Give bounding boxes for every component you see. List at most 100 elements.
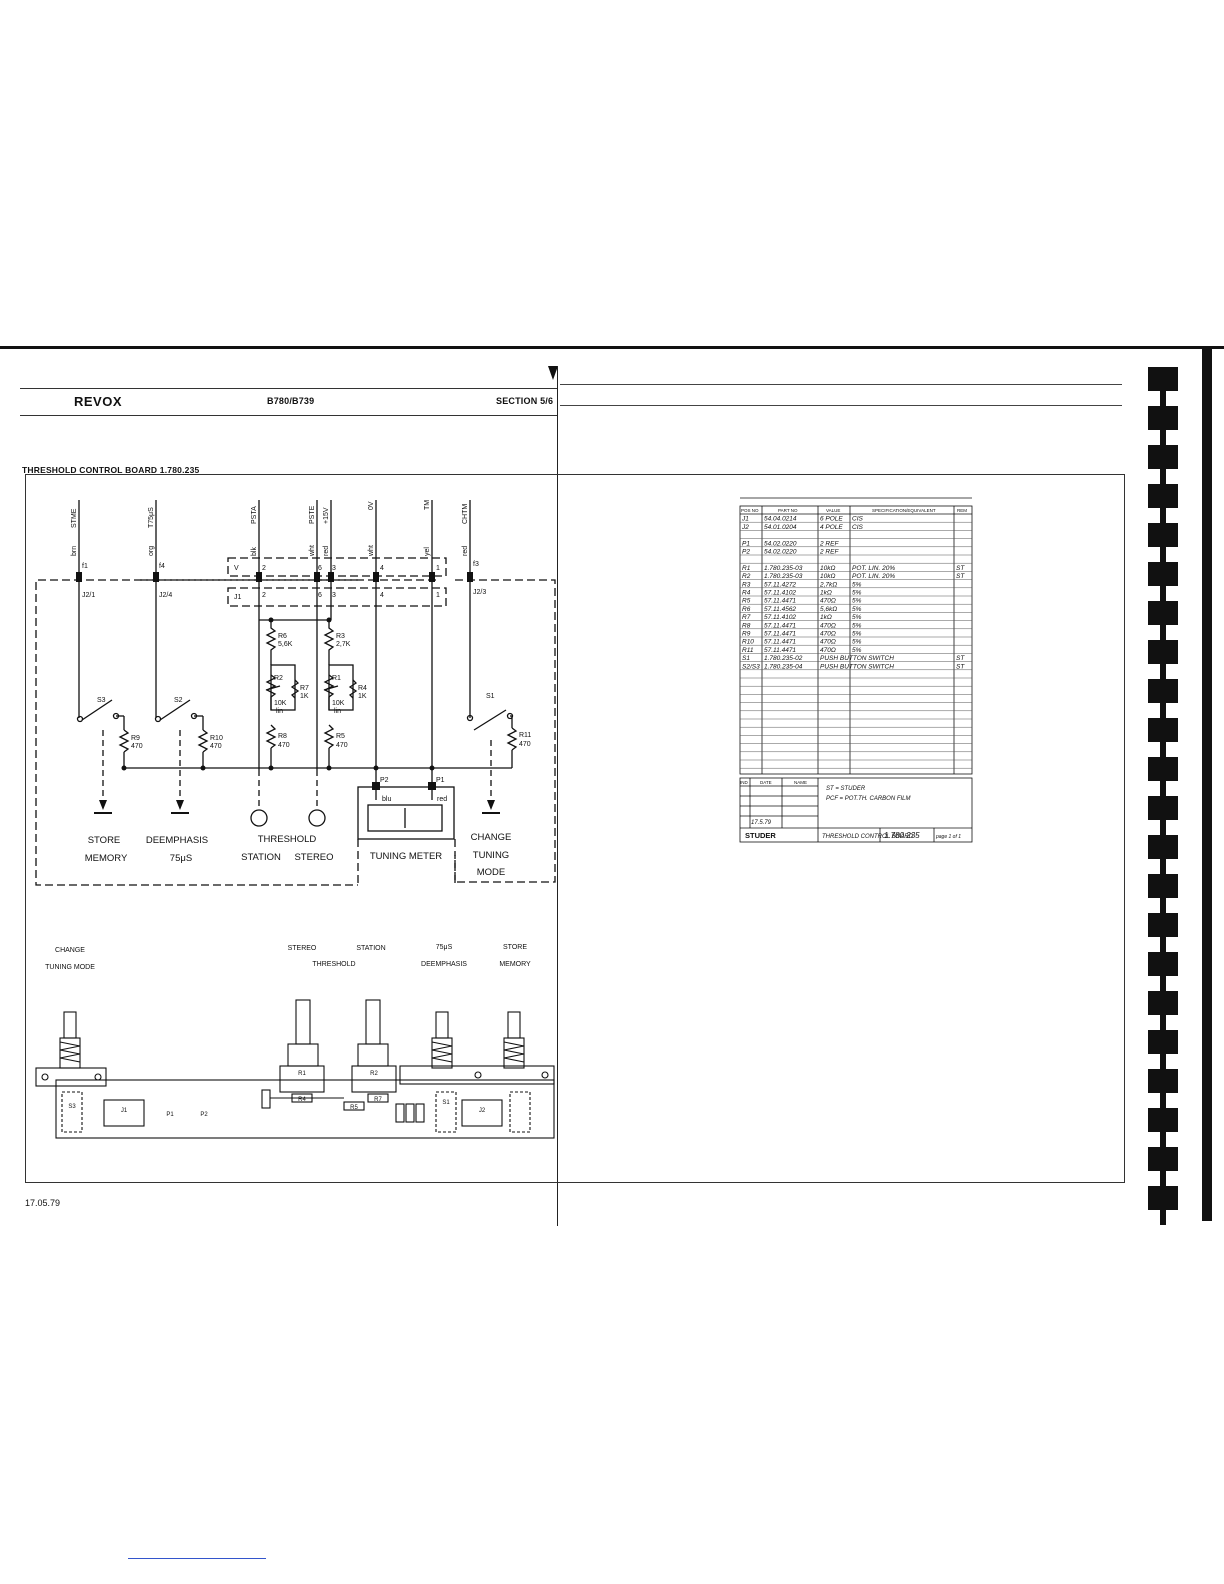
wire-color-2: org <box>148 546 155 556</box>
binding-comb <box>1138 355 1188 1225</box>
val-r11: 470 <box>519 741 531 748</box>
val-r8: 470 <box>278 742 290 749</box>
ref-s1: S1 <box>486 693 495 700</box>
binding-spine <box>1160 547 1166 562</box>
parts-cell: 1.780.235-03 <box>764 565 803 572</box>
signal-t75us: T75μS <box>148 507 155 528</box>
wire-color-4: wht <box>309 545 316 557</box>
signal-stme: STME <box>71 508 78 528</box>
ref-r10: R10 <box>210 735 223 742</box>
ref-r11: R11 <box>519 732 531 739</box>
page-frame <box>25 474 1125 1183</box>
parts-cell: 57.11.4471 <box>764 622 796 629</box>
header-bar: REVOX B780/B739 SECTION 5/6 <box>20 388 558 416</box>
val-r5: 470 <box>336 742 348 749</box>
parts-cell: PUSH BUTTON SWITCH <box>820 663 894 670</box>
fold-marker <box>548 366 558 380</box>
conn-j2-4: J2/4 <box>159 592 172 599</box>
layout-threshold: THRESHOLD <box>312 961 355 968</box>
brand-logo: REVOX <box>74 394 123 409</box>
parts-cell: 57.11.4272 <box>764 581 796 588</box>
pot-lin-r1: lin <box>334 708 341 715</box>
pcb-r2: R2 <box>370 1071 378 1077</box>
binding-spine <box>1160 1015 1166 1030</box>
parts-cell: 470Ω <box>820 631 836 638</box>
parts-cell: 5% <box>852 622 862 629</box>
parts-cell: S1 <box>742 655 750 662</box>
signal-psta: PSTA <box>251 506 258 524</box>
pin-1-j1: 1 <box>436 592 440 599</box>
parts-cell: 5% <box>852 631 862 638</box>
header-right-rule-top <box>560 384 1122 385</box>
binding-spine <box>1160 898 1166 913</box>
parts-cell: R7 <box>742 614 751 621</box>
binding-tooth <box>1148 913 1178 937</box>
fn-tuning-meter: TUNING METER <box>370 851 442 862</box>
parts-cell: R8 <box>742 622 751 629</box>
parts-cell: 57.11.4102 <box>764 614 796 621</box>
fn-change: CHANGE <box>471 832 512 843</box>
ref-r6: R6 <box>278 633 287 640</box>
binding-tooth <box>1148 1108 1178 1132</box>
binding-spine <box>1160 976 1166 991</box>
parts-cell: ST <box>956 565 965 572</box>
rev-date: 17.5.79 <box>751 820 772 826</box>
binding-tooth <box>1148 1069 1178 1093</box>
parts-cell: 5% <box>852 590 862 597</box>
conn-f4: f4 <box>159 563 165 570</box>
layout-75us: 75μS <box>436 944 453 951</box>
ref-r3: R3 <box>336 633 345 640</box>
section-number: SECTION 5/6 <box>496 396 554 406</box>
signal-tm: TM <box>424 500 431 510</box>
parts-cell: R6 <box>742 606 751 613</box>
parts-cell: 5% <box>852 639 862 646</box>
layout-deemphasis: DEEMPHASIS <box>421 961 467 968</box>
parts-cell: R3 <box>742 581 751 588</box>
parts-cell: 470Ω <box>820 598 836 605</box>
binding-tooth <box>1148 445 1178 469</box>
parts-cell: CIS <box>852 524 864 531</box>
parts-cell: 54.02.0220 <box>764 540 797 547</box>
binding-spine <box>1160 820 1166 835</box>
pcb-j1: J1 <box>121 1108 128 1114</box>
parts-hdr-partno: PART NO <box>778 508 798 513</box>
parts-cell: 470Ω <box>820 622 836 629</box>
pot-val-r2: 10K <box>274 700 287 707</box>
parts-cell: 470Ω <box>820 639 836 646</box>
fn-deemphasis: DEEMPHASIS <box>146 835 208 846</box>
binding-tooth <box>1148 991 1178 1015</box>
fn-tuning: TUNING <box>473 850 509 861</box>
parts-cell: 57.11.4102 <box>764 590 796 597</box>
fn-store: STORE <box>88 835 121 846</box>
binding-tooth <box>1148 1186 1178 1210</box>
parts-cell: 1.780.235-03 <box>764 573 803 580</box>
binding-spine <box>1160 703 1166 718</box>
board-title: THRESHOLD CONTROL BOARD 1.780.235 <box>22 465 200 475</box>
binding-tooth <box>1148 718 1178 742</box>
binding-spine <box>1160 859 1166 874</box>
pcb-p1: P1 <box>166 1112 174 1118</box>
ref-r8: R8 <box>278 733 287 740</box>
binding-spine <box>1160 469 1166 484</box>
parts-cell: 5% <box>852 614 862 621</box>
pcb-r4: R4 <box>298 1097 306 1103</box>
parts-cell: 5% <box>852 581 862 588</box>
right-edge-bar <box>1202 346 1212 1221</box>
binding-tooth <box>1148 562 1178 586</box>
pin-6-v: 6 <box>318 565 322 572</box>
binding-tooth <box>1148 367 1178 391</box>
footer-part: 1.780.235 <box>884 831 920 840</box>
pin-1-v: 1 <box>436 565 440 572</box>
parts-cell: ST <box>956 663 965 670</box>
wire-color-7: yel <box>424 547 431 556</box>
fn-stereo: STEREO <box>294 852 333 863</box>
conn-j1: J1 <box>234 594 242 601</box>
val-r6: 5,6K <box>278 641 293 648</box>
parts-cell: 57.11.4471 <box>764 598 796 605</box>
binding-tooth <box>1148 1147 1178 1171</box>
ref-r5: R5 <box>336 733 345 740</box>
pcb-s3: S3 <box>68 1104 76 1110</box>
binding-spine <box>1160 1132 1166 1147</box>
binding-spine <box>1160 1093 1166 1108</box>
